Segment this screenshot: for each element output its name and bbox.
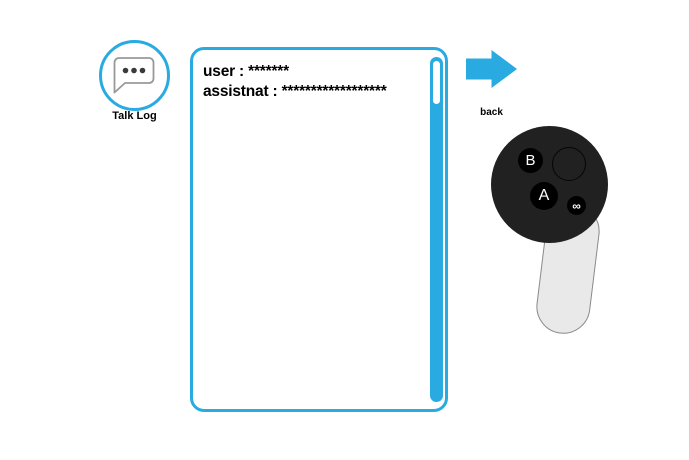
speech-bubble-ellipsis-icon bbox=[113, 57, 155, 94]
controller-touchpad bbox=[552, 147, 586, 181]
talk-log-button[interactable] bbox=[99, 40, 170, 111]
controller-a-button: A bbox=[530, 182, 558, 210]
talk-log-label: Talk Log bbox=[112, 110, 157, 122]
scrollbar-thumb[interactable] bbox=[433, 61, 440, 104]
back-arrow-icon[interactable] bbox=[466, 50, 517, 88]
log-line-user: user : ******* bbox=[203, 63, 289, 80]
scrollbar-track[interactable] bbox=[430, 57, 443, 402]
back-label: back bbox=[480, 107, 503, 118]
controller-home-button: ∞ bbox=[567, 196, 586, 215]
talk-log-panel: user : ******* assistnat : *************… bbox=[190, 47, 448, 412]
controller-head: B A ∞ bbox=[491, 126, 608, 243]
log-line-assistant: assistnat : ****************** bbox=[203, 82, 387, 100]
log-lines: user : ******* assistnat : *************… bbox=[203, 62, 419, 101]
controller-b-button: B bbox=[518, 148, 543, 173]
